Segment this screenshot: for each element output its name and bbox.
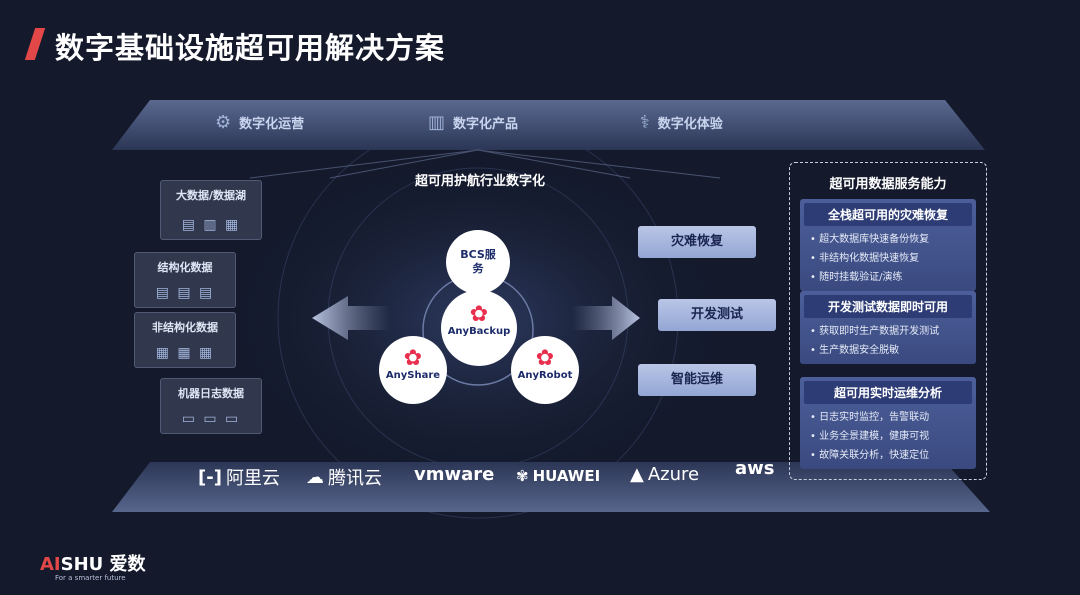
stack-unstructured-data: 非结构化数据 ▦ ▦ ▦ <box>134 312 236 368</box>
building-icon: ▥ <box>428 112 446 133</box>
top-label-digital-operation: ⚙ 数字化运营 <box>215 112 305 133</box>
list-item: 故障关联分析，快速定位 <box>810 446 968 465</box>
anyrobot-circle: ✿ AnyRobot <box>511 336 579 404</box>
list-item: 随时挂载验证/演练 <box>810 268 968 287</box>
vendor-aws: aws <box>735 458 775 479</box>
stack-structured-data: 结构化数据 ▤ ▤ ▤ <box>134 252 236 308</box>
list-item: 业务全景建模，健康可视 <box>810 427 968 446</box>
vendor-tencent-cloud: ☁ 腾讯云 <box>306 466 382 490</box>
dev-test-button[interactable]: 开发测试 <box>658 299 776 331</box>
vendor-azure: ▲ Azure <box>630 464 700 485</box>
vendor-aliyun: [-] 阿里云 <box>198 466 280 490</box>
page-title: 数字基础设施超可用解决方案 <box>55 31 446 65</box>
disaster-recovery-button[interactable]: 灾难恢复 <box>638 226 756 258</box>
anybackup-logo-icon: ✿ <box>469 302 489 327</box>
brand-logo: AISHU 爱数 <box>40 554 146 575</box>
anyshare-logo-icon: ✿ <box>403 346 423 371</box>
anybackup-circle: ✿ AnyBackup <box>441 290 517 366</box>
huawei-logo-icon: ✾ <box>516 467 529 485</box>
list-item: 超大数据库快速备份恢复 <box>810 230 968 249</box>
top-label-digital-experience: ⚕ 数字化体验 <box>640 112 723 133</box>
caduceus-icon: ⚕ <box>640 112 650 133</box>
vendor-huawei: ✾ HUAWEI <box>516 467 601 485</box>
database-icon: ▤ ▤ ▤ <box>155 285 215 301</box>
beam-title: 超可用护航行业数字化 <box>414 174 545 189</box>
stack-machine-log-data: 机器日志数据 ▭ ▭ ▭ <box>160 378 262 434</box>
card-disaster-recovery: 全栈超可用的灾难恢复 超大数据库快速备份恢复 非结构化数据快速恢复 随时挂载验证… <box>800 199 976 291</box>
aliyun-logo-icon: [-] <box>198 466 222 488</box>
database-icon: ▤ ▥ ▦ <box>181 217 241 233</box>
gear-bulb-icon: ⚙ <box>215 112 232 133</box>
anyshare-circle: ✿ AnyShare <box>379 336 447 404</box>
bcs-service-circle: BCS服务 <box>446 230 510 294</box>
stack-big-data: 大数据/数据湖 ▤ ▥ ▦ <box>160 180 262 240</box>
card-dev-test: 开发测试数据即时可用 获取即时生产数据开发测试 生产数据安全脱敏 <box>800 291 976 364</box>
list-item: 非结构化数据快速恢复 <box>810 249 968 268</box>
list-item: 生产数据安全脱敏 <box>810 341 968 360</box>
capability-panel: 超可用数据服务能力 全栈超可用的灾难恢复 超大数据库快速备份恢复 非结构化数据快… <box>789 162 987 480</box>
log-icon: ▭ ▭ ▭ <box>181 411 241 427</box>
cloud-icon: ☁ <box>306 466 324 488</box>
azure-logo-icon: ▲ <box>630 464 644 485</box>
card-realtime-ops: 超可用实时运维分析 日志实时监控，告警联动 业务全景建模，健康可视 故障关联分析… <box>800 377 976 469</box>
list-item: 获取即时生产数据开发测试 <box>810 322 968 341</box>
vendor-vmware: vmware <box>414 464 495 485</box>
brand-tagline: For a smarter future <box>55 574 126 582</box>
server-icon: ▦ ▦ ▦ <box>155 345 215 361</box>
top-label-digital-product: ▥ 数字化产品 <box>428 112 519 133</box>
list-item: 日志实时监控，告警联动 <box>810 408 968 427</box>
anyrobot-logo-icon: ✿ <box>535 346 555 371</box>
smart-ops-button[interactable]: 智能运维 <box>638 364 756 396</box>
